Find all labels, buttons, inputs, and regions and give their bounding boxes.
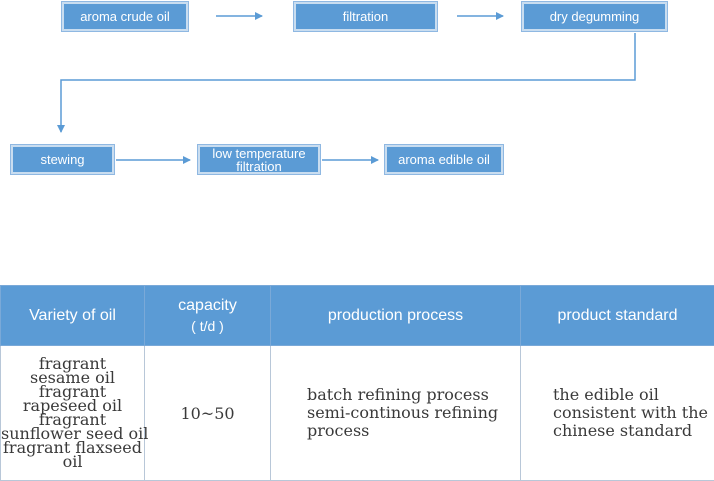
variety-line: fragrant — [38, 354, 107, 373]
table-row: fragrant sesame oil fragrant rapeseed oi… — [0, 345, 714, 481]
cell-process: batch refining process semi-continous re… — [270, 345, 521, 481]
header-variety: Variety of oil — [0, 285, 145, 346]
standard-line: chinese standard — [553, 421, 693, 440]
header-process: production process — [270, 285, 521, 346]
node-low-temperature-line2: filtration — [236, 158, 282, 174]
standard-line: the edible oil — [553, 385, 659, 404]
process-line: batch refining process — [307, 385, 489, 404]
node-dry-degumming: dry degumming — [522, 2, 667, 31]
process-line: process — [307, 421, 370, 440]
flow-connectors — [57, 12, 636, 164]
variety-line: fragrant flaxseed — [3, 438, 142, 457]
cell-varieties: fragrant sesame oil fragrant rapeseed oi… — [0, 345, 149, 481]
variety-line: sesame oil — [29, 368, 116, 387]
standard-line: consistent with the — [553, 403, 708, 422]
node-low-temperature-line1: low temperature — [212, 145, 306, 161]
spec-table: Variety of oil capacity ( t/d ) producti… — [0, 285, 714, 481]
node-low-temperature-filtration: low temperature filtration — [198, 145, 320, 174]
variety-line: rapeseed oil — [22, 396, 123, 415]
header-capacity-unit: ( t/d ) — [191, 317, 224, 334]
variety-line: oil — [62, 452, 83, 471]
header-capacity: capacity ( t/d ) — [144, 285, 271, 346]
table-header-row: Variety of oil capacity ( t/d ) producti… — [0, 285, 714, 346]
variety-line: fragrant — [38, 410, 107, 429]
cell-capacity: 10~50 — [144, 345, 271, 481]
cell-standard: the edible oil consistent with the chine… — [520, 345, 714, 481]
variety-list: fragrant sesame oil fragrant rapeseed oi… — [1, 354, 149, 471]
header-standard: product standard — [520, 285, 714, 346]
process-line: semi-continous refining — [307, 403, 499, 422]
node-aroma-crude-oil: aroma crude oil — [62, 2, 188, 31]
node-aroma-edible-oil: aroma edible oil — [385, 145, 503, 174]
variety-line: sunflower seed oil — [1, 424, 149, 443]
variety-line: fragrant — [38, 382, 107, 401]
header-capacity-label: capacity — [178, 296, 237, 314]
arrow-degumming-to-stewing — [57, 33, 636, 133]
node-stewing: stewing — [11, 145, 114, 174]
node-filtration: filtration — [294, 2, 437, 31]
